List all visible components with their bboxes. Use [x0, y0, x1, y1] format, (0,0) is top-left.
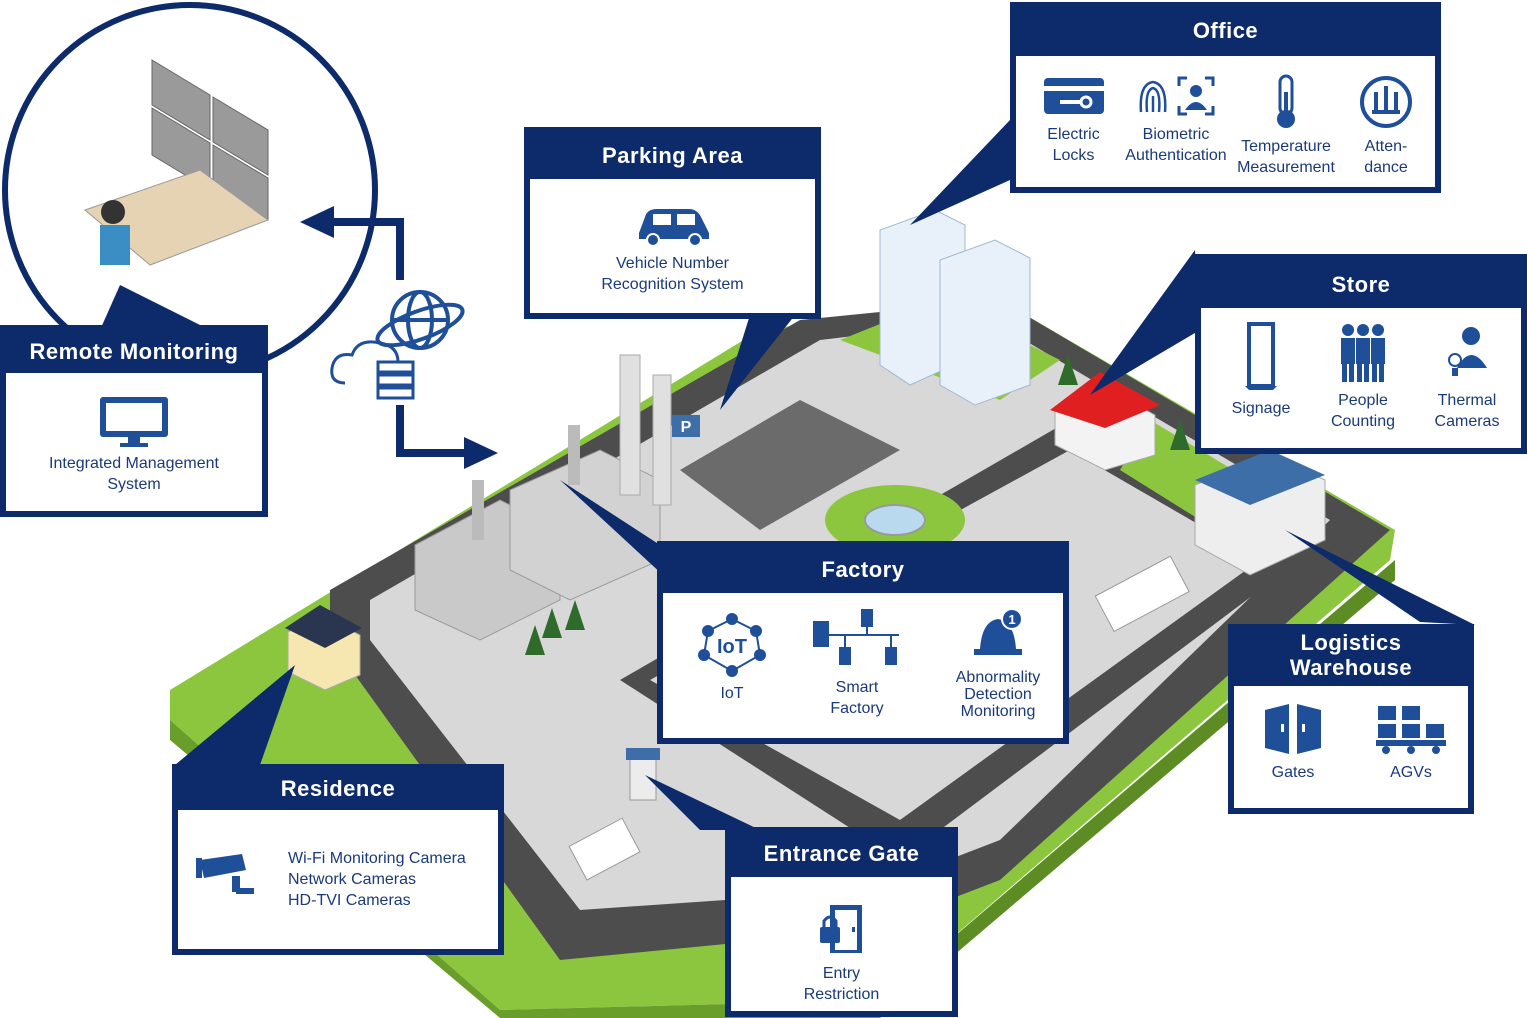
- thermal-cameras-item: Thermal Cameras: [1415, 322, 1519, 432]
- item-label: Atten- dance: [1364, 138, 1408, 176]
- people-icon: [1341, 324, 1385, 382]
- panel-title: Entrance Gate: [763, 841, 920, 866]
- item-label: Electric Locks: [1047, 126, 1100, 164]
- panel-title: Office: [1192, 18, 1259, 43]
- panel-title: Remote Monitoring: [29, 339, 239, 364]
- guard-booth: [629, 754, 657, 801]
- attendance-item: Atten- dance: [1341, 74, 1431, 178]
- item-label: Thermal Cameras: [1434, 392, 1500, 430]
- item-label: Biometric Authentication: [1125, 126, 1227, 164]
- card-key-icon: [1043, 78, 1104, 114]
- store-panel: Store Signage People Counting Thermal Ca…: [1195, 254, 1527, 454]
- temperature-measurement-item: Temperature Measurement: [1231, 74, 1341, 178]
- parking-sign-box: [672, 415, 700, 437]
- door-lock-icon: [819, 905, 862, 953]
- gates-icon: [1265, 704, 1321, 754]
- list-item: HD-TVI Cameras: [288, 892, 411, 909]
- signage-item: Signage: [1211, 322, 1311, 419]
- panel-title: Factory: [821, 557, 905, 582]
- biometric-authentication-item: Biometric Authentication: [1121, 74, 1231, 166]
- svg-text:1: 1: [1008, 612, 1015, 627]
- entry-restriction-item: Entry Restriction: [731, 903, 952, 1005]
- thermal-camera-icon: [1448, 327, 1487, 376]
- iot-icon: IoT: [698, 613, 766, 677]
- vehicle-number-recognition-item: Vehicle Number Recognition System: [530, 203, 815, 295]
- logistics-warehouse-panel: Logistics Warehouse Gates AGVs: [1228, 624, 1474, 814]
- item-label: Gates: [1271, 764, 1315, 781]
- truck-bottom: [568, 817, 641, 881]
- item-label: IoT: [720, 685, 744, 702]
- item-label: People Counting: [1330, 392, 1396, 430]
- list-item: Network Cameras: [288, 871, 417, 888]
- iot-item: IoT IoT: [677, 613, 787, 704]
- parking-area-panel: Parking Area Vehicle Number Recognition …: [524, 127, 821, 319]
- signage-icon: [1245, 322, 1277, 390]
- abnormality-detection-item: 1 Abnormality Detection Monitoring: [933, 607, 1063, 720]
- item-label: Temperature Measurement: [1237, 138, 1335, 176]
- agv-icon: [1376, 706, 1446, 754]
- operator: [101, 200, 125, 224]
- electric-locks-item: Electric Locks: [1026, 74, 1121, 166]
- people-counting-item: People Counting: [1313, 322, 1413, 432]
- agvs-item: AGVs: [1358, 702, 1464, 783]
- parking-sign: P: [681, 419, 692, 436]
- factory-panel: Factory IoT IoT Smart Factory 1 Abnormal…: [657, 541, 1069, 744]
- entrance-gate-panel: Entrance Gate Entry Restriction: [725, 827, 958, 1017]
- item-label: Signage: [1231, 400, 1291, 417]
- remote-monitoring-panel: Remote Monitoring Integrated Management …: [0, 325, 268, 517]
- panel-title: Store: [1331, 272, 1391, 297]
- panel-title: Parking Area: [602, 143, 743, 168]
- fingerprint-face-icon: [1139, 76, 1215, 116]
- attendance-stamp-icon: [1360, 76, 1412, 128]
- smart-factory-icon: [813, 609, 899, 665]
- panel-title: Logistics Warehouse: [1289, 630, 1413, 680]
- smart-factory-item: Smart Factory: [797, 607, 917, 719]
- office-panel: Office Electric Locks Biometric Authenti…: [1010, 2, 1441, 193]
- panel-title: Residence: [280, 776, 396, 801]
- trees: [525, 355, 1190, 655]
- cloud-server-icon: [330, 340, 415, 400]
- item-label: Smart Factory: [830, 679, 884, 717]
- item-label: Abnormality Detection Monitoring: [955, 669, 1041, 720]
- residence-panel: Residence Wi-Fi Monitoring Camera Networ…: [172, 764, 504, 955]
- item-label: Vehicle Number Recognition System: [601, 255, 744, 293]
- integrated-management-item: Integrated Management System: [6, 395, 262, 495]
- gates-item: Gates: [1240, 702, 1346, 783]
- thermometer-icon: [1277, 74, 1295, 128]
- list-item: Wi-Fi Monitoring Camera: [288, 850, 466, 867]
- parking-lot: [680, 400, 900, 530]
- item-label: AGVs: [1390, 764, 1432, 781]
- iot-icon-text: IoT: [717, 636, 747, 658]
- alarm-bell-icon: 1: [974, 608, 1023, 655]
- connection-arrows: [330, 218, 470, 457]
- residence-camera-list: Wi-Fi Monitoring Camera Network Cameras …: [288, 848, 466, 911]
- cctv-camera-icon: [196, 854, 254, 894]
- item-label: Integrated Management System: [49, 455, 219, 493]
- monitor-icon: [100, 397, 168, 447]
- callout-pointers: [100, 120, 1475, 830]
- truck-right: [1094, 555, 1190, 633]
- globe-icon: [375, 290, 465, 350]
- monitor-wall: [151, 59, 269, 221]
- car-icon: [638, 209, 709, 247]
- item-label: Entry Restriction: [803, 965, 880, 1003]
